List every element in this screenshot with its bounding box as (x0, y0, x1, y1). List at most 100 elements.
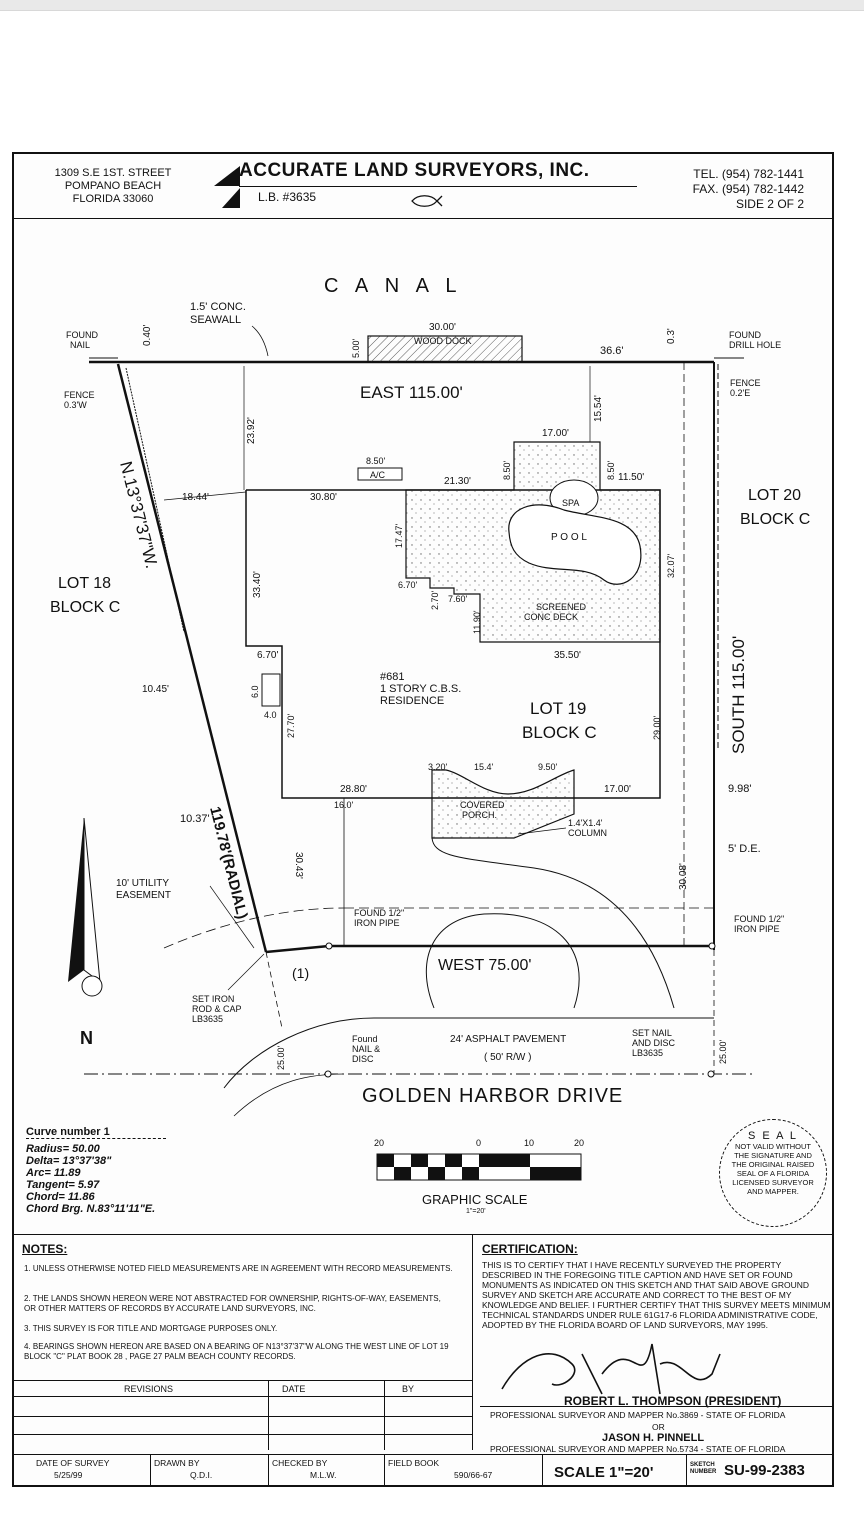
west-bearing: N.13°37'37"W. (116, 459, 161, 570)
scale-tick-2: 0 (476, 1138, 482, 1148)
dim-25-00a: 25.00' (276, 1045, 286, 1070)
sketch-label: SKETCH NUMBER (690, 1462, 717, 1475)
porch-2: PORCH. (462, 810, 497, 820)
dim-30-43: 30.43' (293, 852, 304, 879)
sheet-side: SIDE 2 OF 2 (735, 197, 804, 211)
dim-21-30: 21.30' (444, 476, 471, 487)
curve-row-3: Arc= 11.89 (26, 1167, 81, 1179)
dim-32-07: 32.07' (666, 553, 676, 578)
lot18-line1: LOT 18 (58, 575, 111, 592)
dim-6-70a: 6.70' (398, 580, 418, 590)
curve-title: Curve number 1 (26, 1126, 166, 1139)
screened-1: SCREENED (536, 602, 587, 612)
dim-15-54: 15.54' (593, 395, 604, 422)
lot20-line2: BLOCK C (740, 511, 810, 528)
seal-line-6: AND MAPPER. (747, 1187, 799, 1196)
surveyor-title-2: PROFESSIONAL SURVEYOR AND MAPPER No.5734… (490, 1444, 786, 1454)
fish-icon (411, 195, 443, 207)
wood-dock (367, 335, 523, 363)
revisions-header: REVISIONS (124, 1384, 174, 1394)
dock-width: 5.00' (351, 338, 361, 358)
address-line-2: POMPANO BEACH (64, 180, 162, 192)
dim-17-00b: 17.00' (604, 784, 631, 795)
dim-0-40: 0.40' (142, 325, 153, 346)
fence-left-1: FENCE (64, 390, 95, 400)
note-2: 2. THE LANDS SHOWN HEREON WERE NOT ABSTR… (24, 1294, 441, 1313)
note-4: 4. BEARINGS SHOWN HEREON ARE BASED ON A … (24, 1342, 449, 1361)
dim-15-4: 15.4' (474, 762, 494, 772)
fence-left-2: 0.3'W (64, 400, 87, 410)
scale-value: SCALE 1"=20' (554, 1464, 654, 1481)
curve-row-2: Delta= 13°37'38" (26, 1155, 112, 1167)
note-1: 1. UNLESS OTHERWISE NOTED FIELD MEASUREM… (24, 1264, 453, 1273)
utility-2: EASEMENT (116, 890, 171, 901)
nail-disc-1: Found (352, 1034, 378, 1044)
dim-30-08: 30.08' (678, 863, 689, 890)
sketch-number: SU-99-2383 (724, 1462, 805, 1479)
dock-length: 30.00' (429, 322, 456, 333)
dim-3-20: 3.20' (428, 762, 448, 772)
notes-title: NOTES: (22, 1242, 68, 1256)
revisions-date-header: DATE (282, 1384, 306, 1394)
set-nail-1: SET NAIL (632, 1028, 672, 1038)
company-logo-icon (214, 166, 240, 208)
curve-row-4: Tangent= 5.97 (26, 1179, 100, 1191)
screened-2: CONC DECK (524, 612, 578, 622)
license-number: L.B. #3635 (258, 190, 317, 204)
pool (508, 504, 642, 585)
graphic-scale-ratio: 1"=20' (466, 1208, 486, 1215)
seal-line-3: THE ORIGINAL RAISED (731, 1160, 815, 1169)
fax: FAX. (954) 782-1442 (692, 182, 804, 196)
found-nail-1: FOUND (66, 330, 98, 340)
dim-36-6: 36.6' (600, 345, 624, 357)
company-address: 1309 S.E 1ST. STREET POMPANO BEACH FLORI… (38, 167, 188, 206)
iron-rod-2: ROD & CAP (192, 1004, 242, 1014)
set-nail-3: LB3635 (632, 1048, 663, 1058)
dim-9-50: 9.50' (538, 762, 558, 772)
found-drill-1: FOUND (729, 330, 761, 340)
contact-info: TEL. (954) 782-1441 FAX. (954) 782-1442 … (654, 167, 804, 212)
dim-28-80: 28.80' (340, 784, 367, 795)
window-top-bar (0, 0, 864, 11)
found-drill-2: DRILL HOLE (729, 340, 781, 350)
dim-11-90: 11.90' (472, 610, 482, 634)
residence-3: RESIDENCE (380, 695, 444, 707)
curve-row-1: Radius= 50.00 (26, 1143, 100, 1155)
seal-word: S E A L (747, 1130, 799, 1142)
address-line-3: FLORIDA 33060 (72, 193, 154, 205)
dim-4-0: 4.0 (264, 710, 277, 720)
seawall-1: 1.5' CONC. (190, 301, 246, 313)
dim-11-50: 11.50' (618, 472, 644, 483)
telephone: TEL. (954) 782-1441 (693, 167, 804, 181)
pool-label: P O O L (551, 532, 587, 543)
company-name: ACCURATE LAND SURVEYORS, INC. (239, 160, 590, 181)
dim-35-50: 35.50' (554, 650, 581, 661)
plat-drawing: C A N A L WOOD DOCK 30.00' 5.00' 36.6' F… (50, 275, 810, 1117)
set-nail-2: AND DISC (632, 1038, 676, 1048)
dim-6-0: 6.0 (250, 685, 260, 698)
seal-line-4: SEAL OF A FLORIDA (736, 1169, 810, 1178)
field-book-value: 590/66-67 (454, 1470, 493, 1480)
iron-rod-3: LB3635 (192, 1014, 223, 1024)
dim-29-00: 29.00' (652, 715, 662, 740)
dim-9-98: 9.98' (728, 783, 752, 795)
street-name: GOLDEN HARBOR DRIVE (362, 1085, 623, 1107)
surveyor-name-1: ROBERT L. THOMPSON (PRESIDENT) (564, 1394, 782, 1408)
or-label: OR (652, 1422, 665, 1432)
revisions-by-header: BY (402, 1384, 415, 1394)
certification-title: CERTIFICATION: (482, 1242, 578, 1256)
dim-25-00b: 25.00' (718, 1039, 728, 1064)
dim-33-40: 33.40' (252, 571, 263, 598)
date-label: DATE OF SURVEY (36, 1458, 110, 1468)
checked-value: M.L.W. (310, 1470, 337, 1480)
dim-17-47: 17.47' (394, 523, 404, 548)
surveyor-title-1: PROFESSIONAL SURVEYOR AND MAPPER No.3869… (490, 1410, 786, 1420)
row-label: ( 50' R/W ) (484, 1052, 531, 1063)
pipe-left-2: IRON PIPE (354, 918, 400, 928)
curve-number-label: (1) (292, 965, 309, 981)
seawall-2: SEAWALL (190, 314, 241, 326)
west-dim: WEST 75.00' (438, 957, 531, 974)
seal-stamp: S E A L NOT VALID WITHOUT THE SIGNATURE … (719, 1119, 827, 1227)
dim-2-70: 2.70' (430, 590, 440, 610)
scale-tick-3: 10 (524, 1138, 535, 1148)
